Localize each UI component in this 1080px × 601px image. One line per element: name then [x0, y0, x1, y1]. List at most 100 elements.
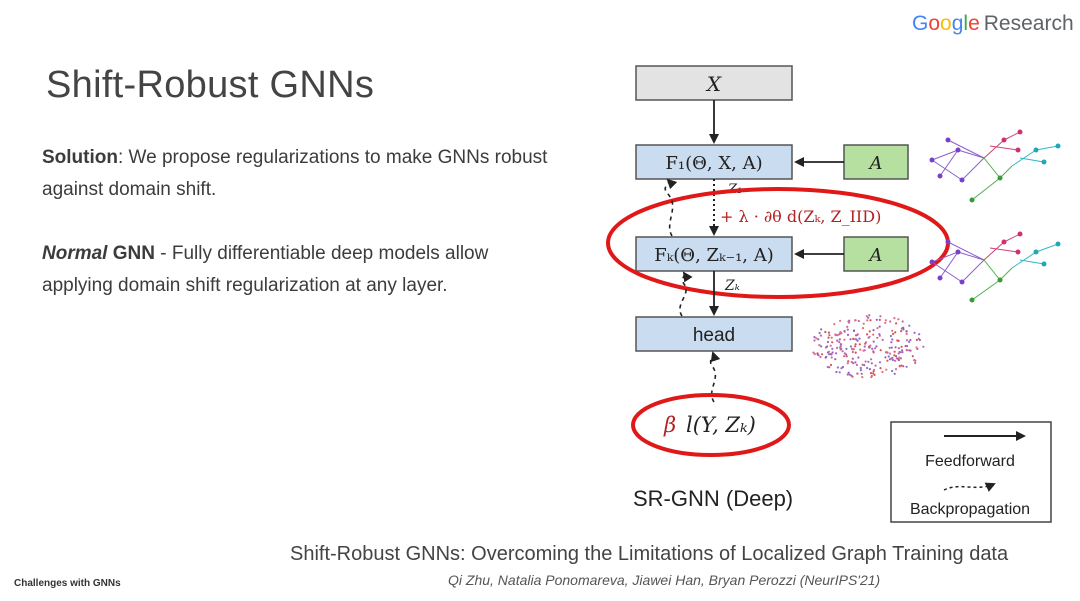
embedding-point — [854, 319, 857, 322]
embedding-point — [868, 368, 872, 371]
logo-letter: o — [928, 12, 941, 35]
embedding-point — [851, 357, 854, 360]
embedding-point — [858, 343, 861, 346]
embedding-point — [860, 372, 863, 375]
logo-research-word: Research — [983, 12, 1074, 35]
embedding-point — [893, 317, 896, 320]
embedding-point — [901, 351, 904, 354]
adjacency-box-1 — [843, 144, 909, 180]
embedding-point — [892, 332, 895, 335]
f1-layer-box — [635, 144, 793, 180]
head-label: head — [693, 325, 735, 346]
embedding-point — [872, 350, 875, 353]
embedding-point — [854, 345, 857, 348]
embedding-point — [852, 337, 855, 340]
embedding-point — [879, 367, 882, 370]
embedding-point — [813, 353, 816, 356]
embedding-point — [829, 363, 833, 367]
embedding-point — [831, 351, 834, 354]
embedding-point — [846, 362, 849, 365]
embedding-point — [838, 371, 841, 374]
embedding-point — [836, 366, 840, 369]
embedding-point — [895, 355, 898, 358]
fk-layer-label: Fₖ(Θ, Zₖ₋₁, A) — [654, 245, 774, 266]
embedding-point — [872, 340, 875, 343]
embedding-point — [872, 372, 875, 375]
embedding-point — [815, 337, 818, 340]
embedding-point — [821, 353, 824, 356]
embedding-point — [904, 344, 907, 348]
embedding-point — [891, 356, 894, 359]
embedding-point — [893, 372, 896, 375]
embedding-point — [918, 333, 921, 336]
embedding-point — [854, 343, 857, 346]
embedding-point — [867, 360, 870, 363]
embedding-point — [888, 352, 892, 355]
embedding-point — [839, 331, 842, 334]
logo-letter: e — [968, 12, 980, 35]
embedding-point — [827, 331, 831, 334]
embedding-point — [818, 331, 821, 335]
embedding-point — [896, 339, 899, 342]
embedding-point — [890, 346, 893, 349]
embedding-point — [851, 348, 854, 351]
embedding-point — [848, 373, 851, 376]
embedding-point — [875, 345, 878, 348]
embedding-point — [915, 338, 919, 341]
embedding-point — [855, 363, 859, 366]
embedding-point — [813, 336, 816, 339]
normal-label: Normal — [42, 243, 108, 264]
head-box — [635, 316, 793, 352]
embedding-point — [856, 372, 859, 375]
logo-letter: o — [940, 12, 952, 35]
embedding-point — [868, 330, 871, 333]
embedding-point — [900, 327, 904, 330]
embedding-point — [889, 320, 892, 323]
slide-title: Shift-Robust GNNs — [46, 64, 375, 106]
legend-feedforward-label: Feedforward — [925, 453, 1015, 470]
embedding-point — [831, 347, 834, 350]
embedding-point — [866, 319, 869, 322]
embedding-point — [895, 322, 898, 325]
loss-expression: l(Y, Zₖ) — [686, 413, 756, 437]
embedding-point — [859, 348, 862, 351]
embedding-point — [913, 331, 916, 334]
embedding-point — [878, 361, 882, 364]
embedding-point — [843, 329, 846, 333]
embedding-point — [894, 368, 898, 371]
embedding-point — [905, 365, 908, 368]
embedding-point — [851, 375, 854, 378]
embedding-point — [868, 314, 871, 317]
embedding-point — [879, 349, 882, 352]
embedding-point — [913, 358, 916, 362]
adjacency-label-2: A — [868, 245, 883, 266]
backprop-loss-to-head — [709, 351, 721, 403]
embedding-point — [843, 338, 846, 341]
normal-gnn-text: - Fully differentiable deep models allow… — [42, 243, 489, 296]
embedding-point — [846, 333, 850, 336]
backprop-head-to-fk — [679, 271, 693, 317]
embedding-point — [852, 329, 856, 332]
f1-layer-label: F₁(Θ, X, A) — [665, 153, 762, 174]
embedding-point — [839, 343, 843, 346]
embedding-point — [856, 339, 859, 342]
embedding-point — [847, 360, 850, 363]
embedding-point — [868, 335, 871, 338]
embedding-point — [879, 315, 882, 318]
embedding-point — [867, 316, 870, 319]
embedding-point — [905, 332, 908, 335]
adjacency-box-2 — [843, 236, 909, 272]
embedding-point — [886, 359, 889, 362]
input-x-label: X — [705, 72, 722, 96]
embedding-point — [862, 349, 865, 352]
embedding-point — [888, 358, 892, 361]
embedding-point — [859, 369, 863, 372]
embedding-point — [841, 350, 844, 353]
embedding-point — [830, 353, 833, 356]
embedding-point — [876, 336, 879, 339]
embedding-point — [918, 338, 922, 342]
embedding-point — [881, 338, 884, 341]
embedding-point — [849, 345, 853, 348]
embedding-point — [838, 338, 841, 341]
embedding-point — [884, 356, 887, 359]
